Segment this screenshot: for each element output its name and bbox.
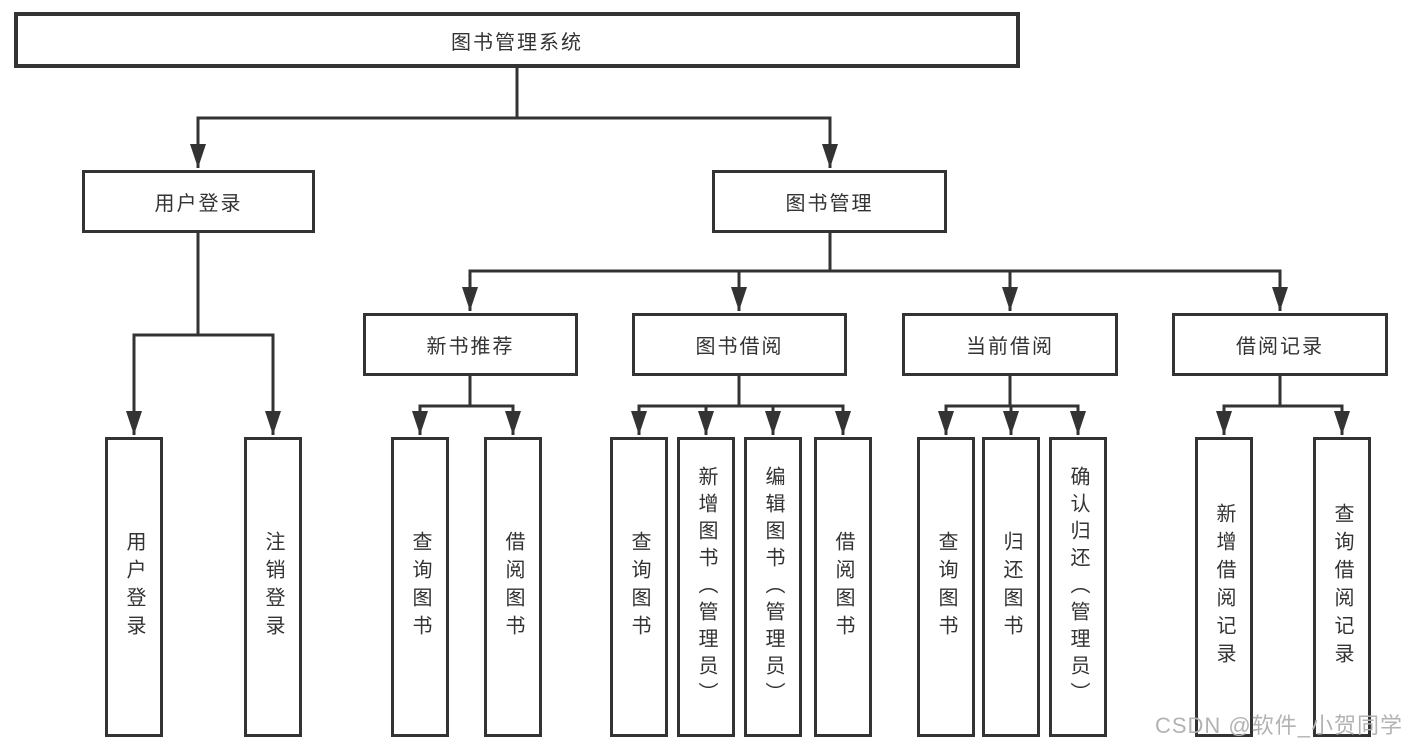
node-current-borrowing: 当前借阅 xyxy=(902,313,1118,376)
node-label: 注销登录 xyxy=(262,531,284,643)
leaf-query-books-recommendation: 查询图书 xyxy=(391,437,449,737)
node-label: 编辑图书（管理员） xyxy=(762,465,784,709)
node-label: 借阅图书 xyxy=(832,531,854,643)
leaf-confirm-return-admin: 确认归还（管理员） xyxy=(1049,437,1107,737)
node-label: 归还图书 xyxy=(1000,531,1022,643)
node-label: 图书借阅 xyxy=(695,336,784,358)
node-label: 确认归还（管理员） xyxy=(1067,465,1089,709)
leaf-user-login-action: 用户登录 xyxy=(105,437,163,737)
node-label: 当前借阅 xyxy=(966,336,1054,358)
csdn-watermark: CSDN @软件_小贺同学 xyxy=(1154,713,1403,738)
node-library-management-system: 图书管理系统 xyxy=(14,12,1020,68)
node-new-book-recommendation: 新书推荐 xyxy=(363,313,578,376)
node-label: 借阅图书 xyxy=(502,531,524,643)
node-label: 新增图书（管理员） xyxy=(695,465,717,709)
node-label: 新书推荐 xyxy=(426,336,515,358)
leaf-borrow-books-borrowing: 借阅图书 xyxy=(814,437,872,737)
node-label: 用户登录 xyxy=(123,531,145,643)
leaf-add-borrowing-record: 新增借阅记录 xyxy=(1195,437,1253,737)
leaf-edit-books-admin: 编辑图书（管理员） xyxy=(744,437,802,737)
leaf-query-borrowing-record: 查询借阅记录 xyxy=(1313,437,1371,737)
leaf-query-books-borrowing: 查询图书 xyxy=(610,437,668,737)
leaf-add-books-admin: 新增图书（管理员） xyxy=(677,437,735,737)
leaf-query-books-current: 查询图书 xyxy=(917,437,975,737)
node-label: 图书管理系统 xyxy=(451,31,583,54)
leaf-logout-action: 注销登录 xyxy=(244,437,302,737)
node-label: 新增借阅记录 xyxy=(1213,503,1235,671)
node-label: 借阅记录 xyxy=(1236,336,1324,358)
node-label: 查询图书 xyxy=(628,531,650,643)
node-book-borrowing: 图书借阅 xyxy=(632,313,847,376)
node-user-login: 用户登录 xyxy=(82,170,315,233)
node-label: 查询图书 xyxy=(935,531,957,643)
node-label: 查询图书 xyxy=(409,531,431,643)
leaf-borrow-books-recommendation: 借阅图书 xyxy=(484,437,542,737)
node-borrowing-records: 借阅记录 xyxy=(1172,313,1388,376)
node-label: 查询借阅记录 xyxy=(1331,503,1353,671)
leaf-return-books: 归还图书 xyxy=(982,437,1040,737)
node-book-management: 图书管理 xyxy=(712,170,947,233)
node-label: 用户登录 xyxy=(154,193,243,215)
node-label: 图书管理 xyxy=(785,193,874,215)
